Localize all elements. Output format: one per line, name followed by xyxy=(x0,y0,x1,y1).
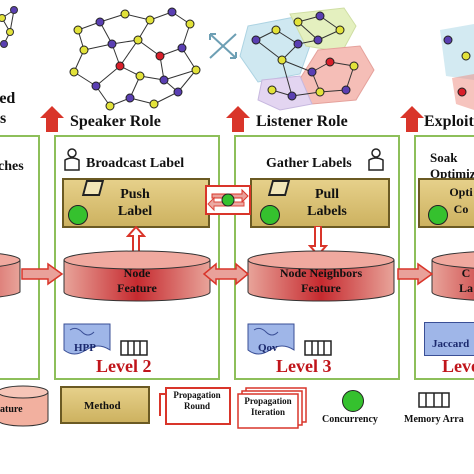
legend-feature-label: ature xyxy=(0,404,23,415)
speaker-cylinder-line1: Node xyxy=(123,266,151,280)
role-label-listener: Listener Role xyxy=(256,113,348,130)
listener-cylinder-line2: Feature xyxy=(301,281,341,295)
exploit-network-graph xyxy=(440,24,474,110)
up-arrow-icon xyxy=(226,106,250,132)
node-feature-cylinder xyxy=(63,250,211,302)
hpp-document-icon xyxy=(63,323,111,355)
bidirectional-arrow-icon xyxy=(202,262,250,286)
person-icon xyxy=(64,148,80,171)
right-arrow-icon xyxy=(397,262,434,286)
jaccard-document-icon xyxy=(424,322,474,356)
up-arrow-icon xyxy=(400,106,424,132)
legend-concurrency-icon xyxy=(342,390,364,412)
node-neighbors-cylinder xyxy=(247,250,395,302)
speaker-cylinder-line2: Feature xyxy=(117,281,157,295)
speaker-tool-label: HPP xyxy=(74,342,96,354)
push-label-line2: Label xyxy=(117,204,153,219)
role-label-speaker: Speaker Role xyxy=(70,113,161,130)
exploit-cylinder xyxy=(431,251,474,301)
pull-labels-line1: Pull xyxy=(314,187,340,202)
left-cylinder xyxy=(0,253,21,298)
legend-iteration-line1: Propagation xyxy=(244,396,292,406)
legend-iteration-line2: Iteration xyxy=(251,407,285,417)
memory-array-icon xyxy=(120,340,148,356)
legend-propagation-round-icon xyxy=(159,387,231,425)
speaker-panel-title: Broadcast Label xyxy=(86,156,185,171)
role-label-exploit: Exploit xyxy=(424,113,474,130)
listener-tool-label: Qov xyxy=(258,342,278,354)
memory-array-icon xyxy=(304,340,332,356)
speaker-network-nodes xyxy=(69,7,201,111)
left-network-graph xyxy=(0,6,18,48)
legend-propagation-iteration-icon xyxy=(237,387,307,429)
exchange-arrows-icon xyxy=(209,33,237,59)
role-label-left: ted xyxy=(0,90,16,107)
down-arrow-icon xyxy=(308,226,328,256)
exploit-cylinder-line2: La xyxy=(458,281,473,295)
listener-panel-title: Gather Labels xyxy=(266,156,352,171)
concurrency-icon xyxy=(260,205,280,225)
legend-method-box xyxy=(60,386,150,424)
legend-memory-label: Memory Arra xyxy=(404,414,464,425)
exploit-tool-label: Jaccard xyxy=(432,338,470,350)
role-label-left-2: s xyxy=(0,110,7,127)
qov-document-icon xyxy=(247,323,295,355)
pull-labels-line2: Labels xyxy=(307,204,347,219)
legend-round-line1: Propagation xyxy=(173,390,221,400)
exploit-title-line1: Soak xyxy=(430,150,458,165)
network-graphs xyxy=(0,6,474,111)
legend-method-label: Method xyxy=(84,400,121,412)
listener-cylinder-line1: Node Neighbors xyxy=(279,266,363,280)
role-arrows xyxy=(40,106,424,132)
exploit-cylinder-line1: C xyxy=(461,266,471,280)
left-panel-title: ches xyxy=(0,159,24,174)
right-arrow-icon xyxy=(21,262,64,286)
listener-communities xyxy=(239,7,375,111)
concurrency-icon xyxy=(428,205,448,225)
push-label-line1: Push xyxy=(120,187,150,202)
legend-round-line2: Round xyxy=(183,401,210,411)
listener-network-nodes xyxy=(251,11,359,101)
exploit-method-line1: Opti xyxy=(449,185,473,199)
listener-level: Level 3 xyxy=(276,356,332,376)
person-icon xyxy=(368,148,384,171)
exploit-method-line2: Co xyxy=(453,202,469,216)
concurrency-icon xyxy=(68,205,88,225)
legend-memory-array-icon xyxy=(418,392,450,408)
legend-feature-cylinder xyxy=(0,385,49,427)
exploit-level: Level xyxy=(442,356,474,376)
speaker-level: Level 2 xyxy=(96,356,152,376)
up-arrow-icon xyxy=(40,106,64,132)
legend-concurrency-label: Concurrency xyxy=(322,414,378,425)
exploit-title-line2: Optimiz xyxy=(430,166,474,181)
propagation-round-icon xyxy=(205,185,251,215)
